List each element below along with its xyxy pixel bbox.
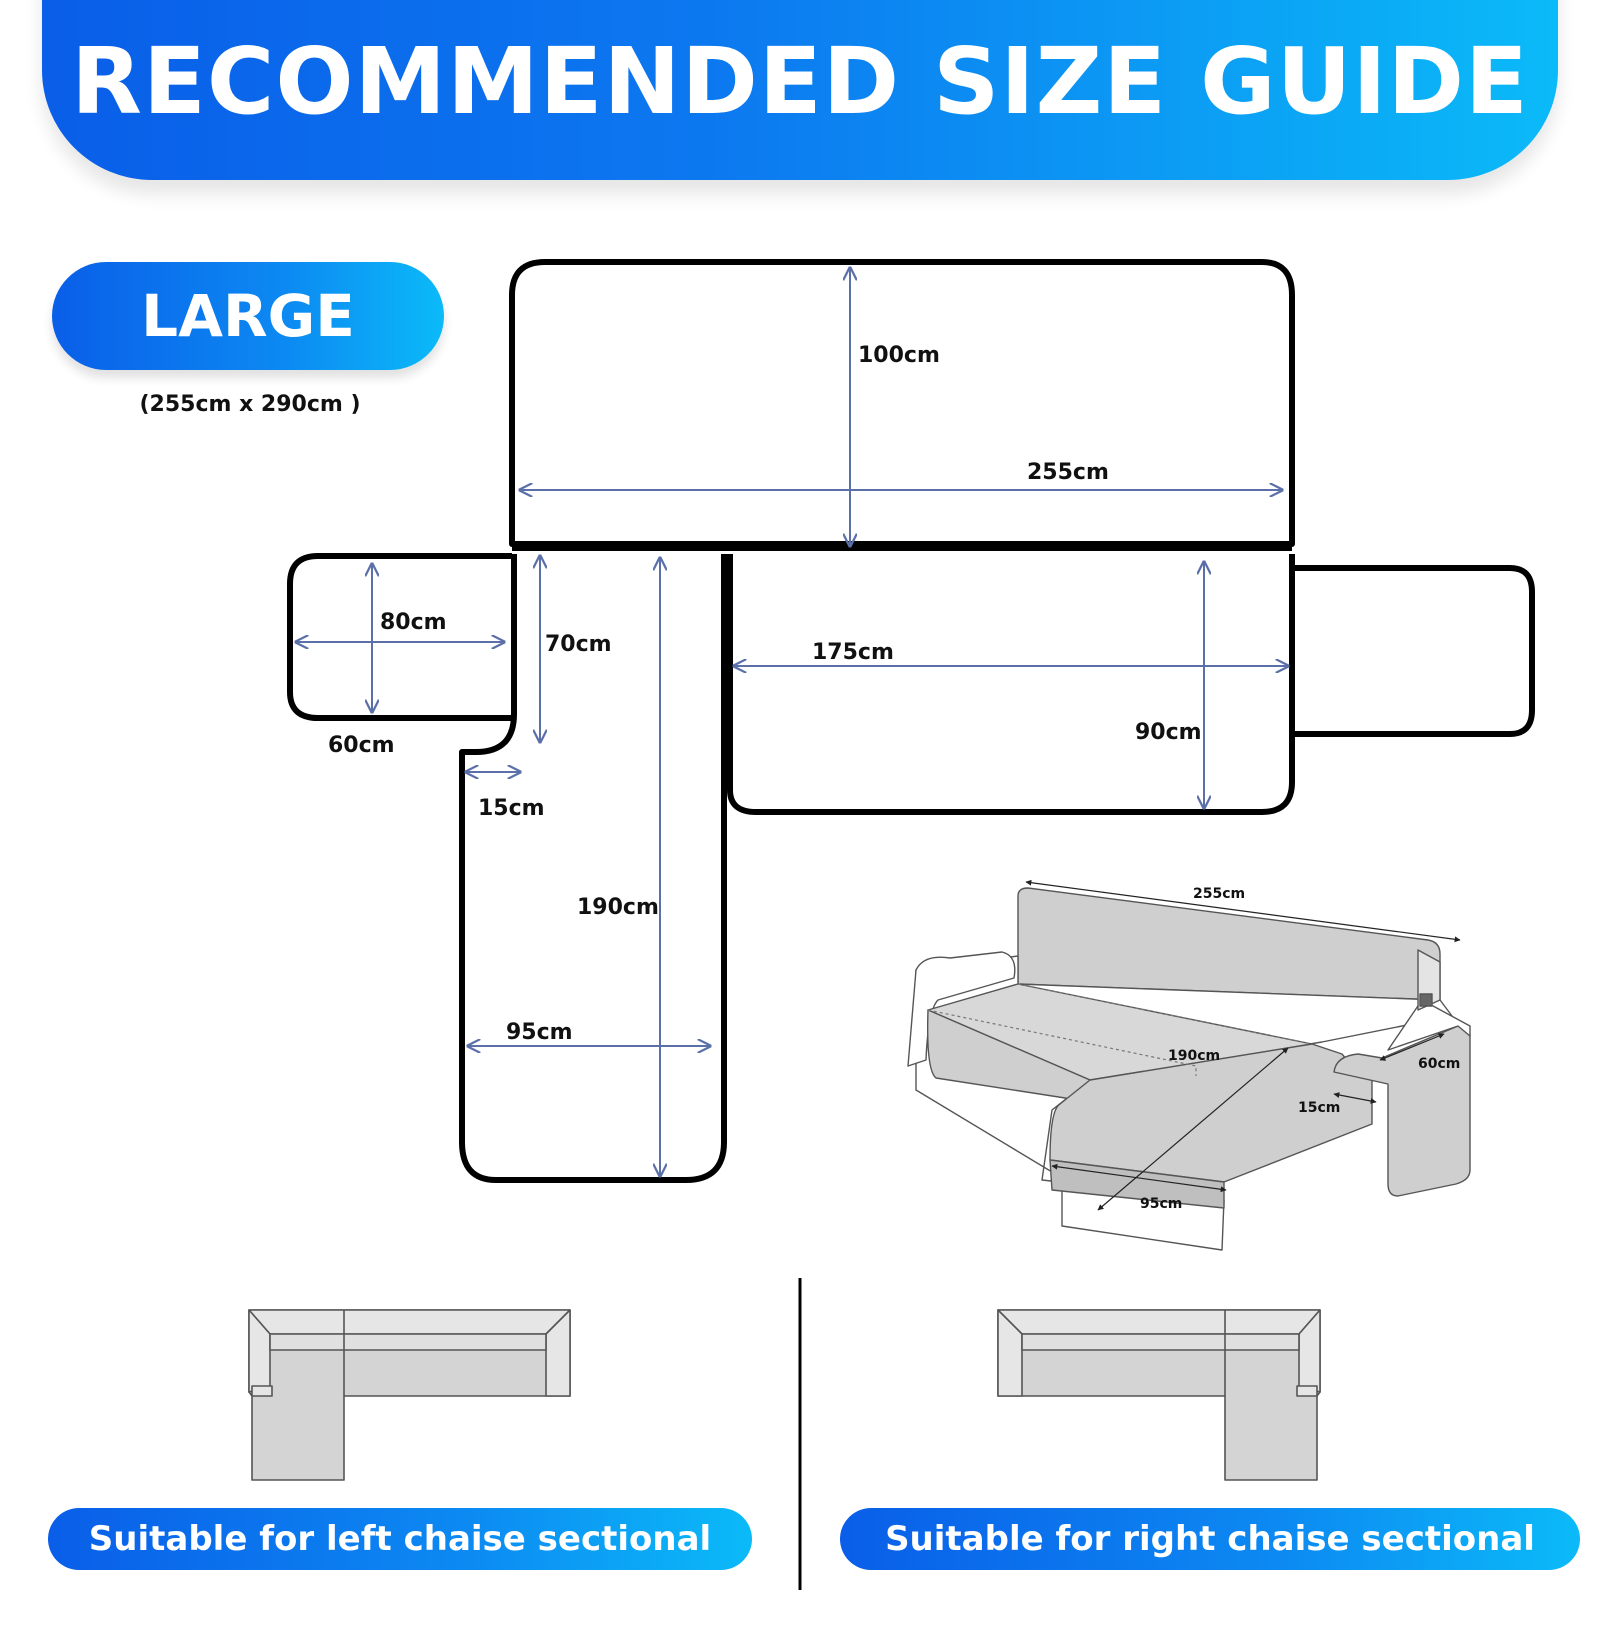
page-title: RECOMMENDED SIZE GUIDE (71, 28, 1529, 135)
seat-width-label: 175cm (812, 640, 894, 665)
offset-label: 15cm (478, 796, 545, 821)
arm-height-label: 60cm (328, 733, 395, 758)
illustration-top-label: 255cm (1193, 886, 1246, 902)
illustration-offset-label: 15cm (1298, 1100, 1341, 1116)
chaise-top-label: 70cm (545, 632, 612, 657)
size-dimensions: (255cm x 290cm ) (139, 392, 361, 417)
back-width-label: 255cm (1027, 460, 1109, 485)
illustration-offset-arrow (1333, 1092, 1377, 1104)
left-chaise-caption: Suitable for left chaise sectional sofa (48, 1508, 752, 1621)
illustration-width-arrow (1051, 1163, 1227, 1193)
left-chaise-sofa-icon (248, 1309, 571, 1481)
right-arm-panel (1292, 565, 1535, 737)
sofa-illustration (907, 887, 1471, 1251)
chaise-width-label: 95cm (506, 1020, 573, 1045)
right-chaise-caption: Suitable for right chaise sectional sofa (840, 1508, 1580, 1621)
chaise-length-label: 190cm (577, 895, 659, 920)
illustration-chaise-label: 190cm (1168, 1048, 1221, 1064)
back-height-label: 100cm (858, 343, 940, 368)
chaise-panel (459, 554, 727, 1183)
illustration-arm-label: 60cm (1418, 1056, 1461, 1072)
illustration-width-label: 95cm (1140, 1196, 1183, 1212)
arm-width-label: 80cm (380, 610, 447, 635)
size-badge: LARGE (52, 262, 444, 370)
header-banner (42, 0, 1558, 180)
seat-depth-label: 90cm (1135, 720, 1202, 745)
left-arm-panel (287, 553, 512, 721)
backrest-panel (509, 259, 1295, 547)
seat-panel (727, 554, 1295, 815)
right-chaise-sofa-icon (997, 1309, 1321, 1481)
illustration-top-arrow (1025, 879, 1461, 943)
illustration-arm-arrow (1379, 1033, 1445, 1061)
